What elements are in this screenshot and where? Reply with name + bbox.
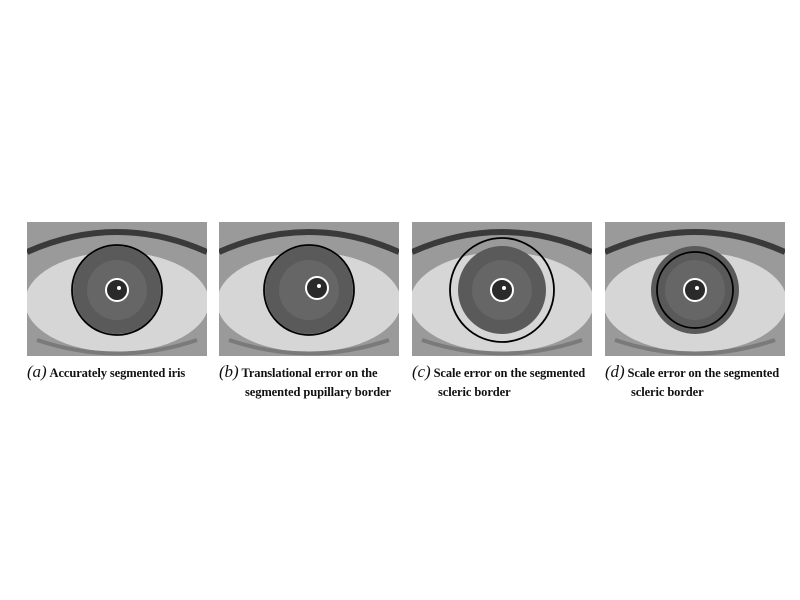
pupil-boundary-circle bbox=[490, 278, 514, 302]
caption-letter: (d) bbox=[605, 362, 625, 381]
caption-c: (c)Scale error on the segmented scleric … bbox=[412, 362, 602, 402]
pupil-boundary-circle bbox=[305, 276, 329, 300]
figure-row: (a)Accurately segmented iris (b)Translat… bbox=[0, 222, 800, 412]
caption-letter: (a) bbox=[27, 362, 47, 381]
eye-image-d bbox=[605, 222, 785, 356]
caption-line2: scleric border bbox=[631, 385, 704, 399]
caption-line1: Scale error on the segmented bbox=[433, 366, 586, 380]
iris-boundary-circle bbox=[449, 237, 555, 343]
caption-line1: Scale error on the segmented bbox=[627, 366, 780, 380]
iris-boundary-circle bbox=[656, 251, 734, 329]
caption-a: (a)Accurately segmented iris bbox=[27, 362, 217, 383]
caption-line1: Accurately segmented iris bbox=[49, 366, 186, 380]
eye-image-c bbox=[412, 222, 592, 356]
iris-boundary-circle bbox=[71, 244, 163, 336]
pupil-boundary-circle bbox=[683, 278, 707, 302]
caption-line2: segmented pupillary border bbox=[245, 385, 392, 399]
caption-b: (b)Translational error on the segmented … bbox=[219, 362, 409, 402]
caption-letter: (b) bbox=[219, 362, 239, 381]
caption-d: (d)Scale error on the segmented scleric … bbox=[605, 362, 795, 402]
caption-line2: scleric border bbox=[438, 385, 511, 399]
caption-letter: (c) bbox=[412, 362, 431, 381]
caption-line1: Translational error on the bbox=[241, 366, 378, 380]
eye-image-b bbox=[219, 222, 399, 356]
pupil-boundary-circle bbox=[105, 278, 129, 302]
iris-boundary-circle bbox=[263, 244, 355, 336]
eye-image-a bbox=[27, 222, 207, 356]
